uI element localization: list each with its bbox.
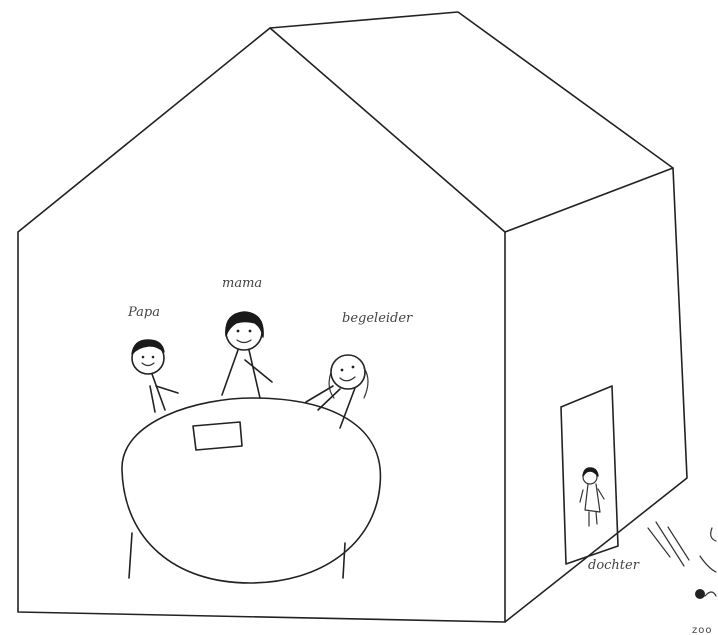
table bbox=[121, 397, 382, 584]
begeleider-eye-left bbox=[340, 368, 344, 372]
begeleider-head bbox=[330, 354, 366, 390]
papa-eye-left bbox=[141, 355, 145, 359]
door-frame bbox=[560, 385, 619, 565]
mama-eye-left bbox=[236, 329, 240, 333]
dochter-body bbox=[579, 483, 605, 527]
figure-mama bbox=[221, 311, 273, 399]
mama-smile bbox=[236, 339, 252, 344]
papa-hair bbox=[131, 339, 165, 355]
mama-hair bbox=[225, 311, 264, 338]
ball-icon bbox=[695, 589, 705, 599]
label-mama: mama bbox=[222, 276, 262, 291]
label-zoo: zoo bbox=[692, 625, 713, 635]
papa-smile bbox=[141, 362, 155, 367]
figure-begeleider bbox=[305, 354, 369, 429]
door bbox=[560, 385, 619, 565]
figure-papa bbox=[131, 339, 179, 413]
house-roof-side bbox=[269, 11, 674, 233]
label-papa: Papa bbox=[127, 305, 160, 320]
table-leg-left bbox=[128, 532, 133, 579]
house bbox=[17, 11, 688, 623]
house-front-wall bbox=[17, 27, 506, 623]
outside-scene bbox=[647, 521, 717, 599]
begeleider-eye-right bbox=[351, 365, 355, 369]
zoo-figure bbox=[699, 527, 717, 597]
paper-on-table bbox=[192, 421, 243, 451]
label-begeleider: begeleider bbox=[342, 311, 413, 326]
papa-eye-right bbox=[151, 355, 155, 359]
papa-body bbox=[149, 373, 179, 413]
house-side-wall bbox=[504, 167, 688, 623]
mama-eye-right bbox=[248, 329, 252, 333]
table-leg-right bbox=[342, 542, 346, 579]
motion-lines bbox=[647, 521, 690, 567]
dochter-hair bbox=[582, 467, 599, 477]
figure-dochter bbox=[579, 467, 605, 527]
mama-body bbox=[221, 349, 273, 399]
table-top bbox=[121, 397, 382, 584]
label-dochter: dochter bbox=[588, 558, 640, 573]
begeleider-smile bbox=[339, 376, 356, 382]
